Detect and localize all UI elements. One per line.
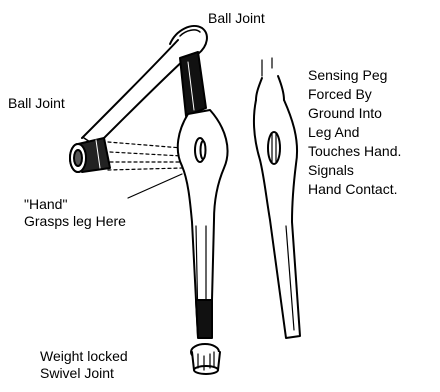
label-weight-locked: Weight locked Swivel Joint: [40, 348, 128, 382]
label-hand-line1: "Hand": [24, 196, 126, 213]
thigh-segment: [180, 52, 206, 116]
label-weight-line2: Swivel Joint: [40, 365, 128, 382]
sensing-line: Ground Into: [308, 104, 401, 123]
sensing-line: Sensing Peg: [308, 66, 401, 85]
sensing-line: Leg And: [308, 123, 401, 142]
label-weight-line1: Weight locked: [40, 348, 128, 365]
right-leg: [254, 58, 300, 338]
label-ball-joint-left: Ball Joint: [8, 95, 65, 112]
sensing-line: Touches Hand.: [308, 142, 401, 161]
swivel-foot: [191, 344, 220, 374]
sensing-line: Hand Contact.: [308, 180, 401, 199]
hand-pointer-line: [128, 174, 182, 198]
label-hand-line2: Grasps leg Here: [24, 213, 126, 230]
shin-shading: [196, 300, 212, 338]
sensing-line: Forced By: [308, 85, 401, 104]
label-hand: "Hand" Grasps leg Here: [24, 196, 126, 230]
upper-arm: [82, 40, 186, 146]
label-ball-joint-top: Ball Joint: [208, 10, 265, 27]
sensing-line: Signals: [308, 161, 401, 180]
label-sensing-peg: Sensing Peg Forced By Ground Into Leg An…: [308, 66, 401, 199]
grasp-lines: [108, 142, 182, 170]
hand-cylinder: [70, 138, 110, 172]
